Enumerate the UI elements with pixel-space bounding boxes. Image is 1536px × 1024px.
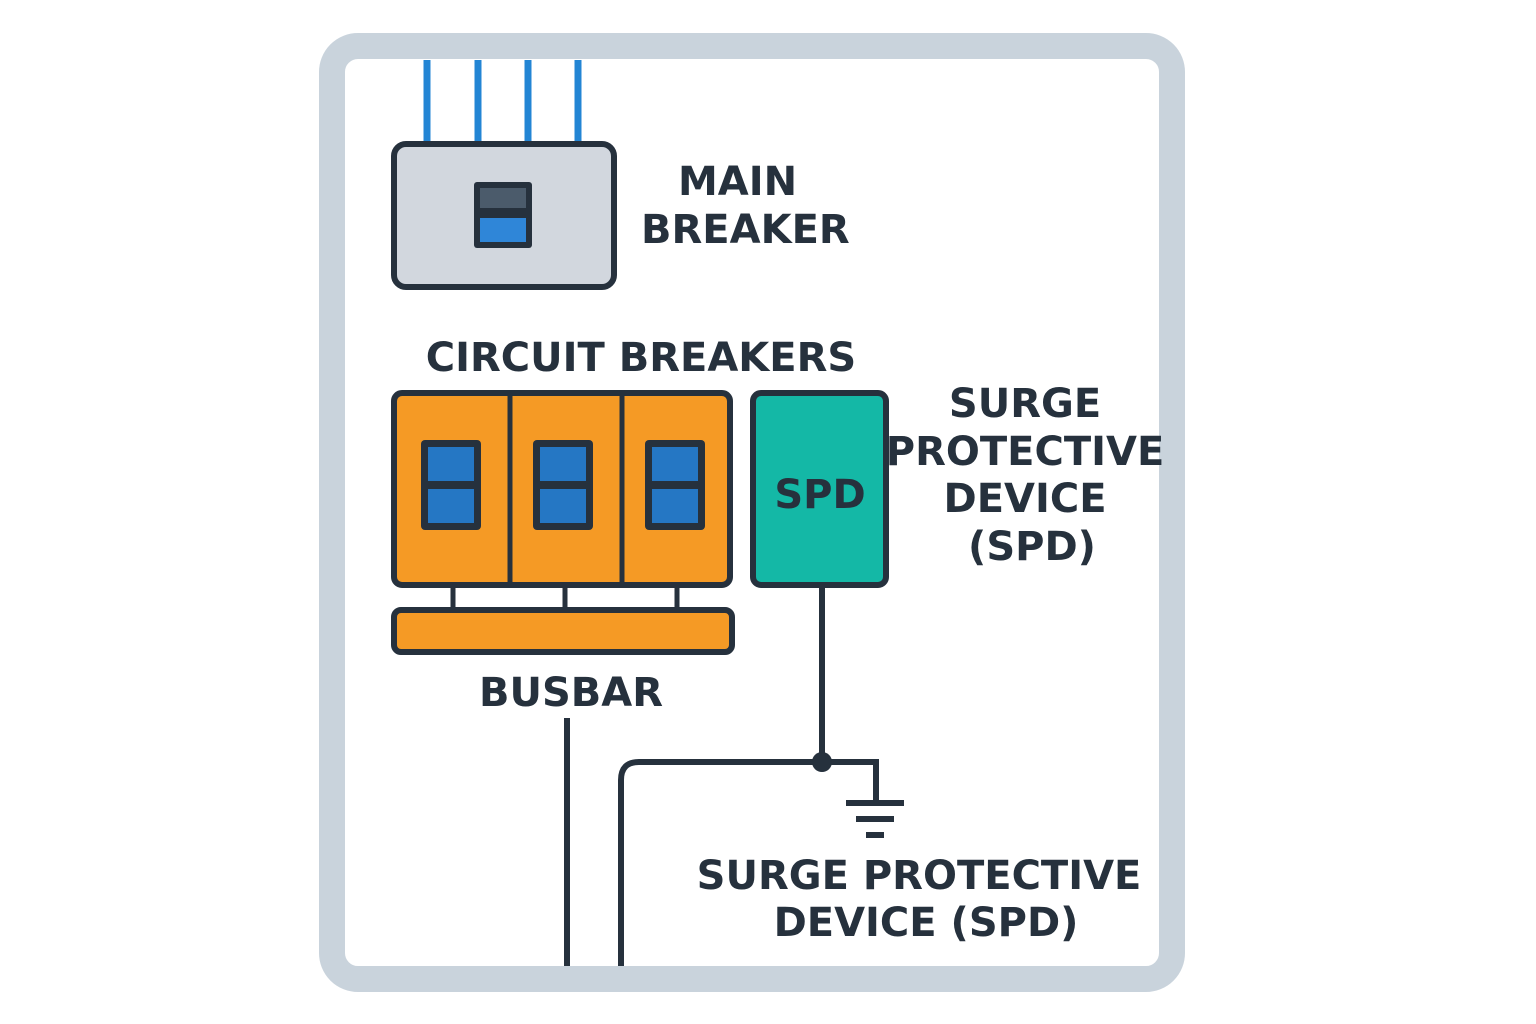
main-breaker [391,141,617,290]
ground-conductor [618,759,879,966]
circuit-breakers [391,390,733,588]
busbar-connectors [450,585,680,610]
surge-protective-device: SPD [750,390,889,588]
circuit-breaker-switch [533,440,593,530]
spd-side-label: SURGE PROTECTIVE DEVICE (SPD) [886,381,1178,570]
wiring [564,585,879,966]
busbar [391,607,735,655]
circuit-breaker-switch [421,440,481,530]
ground-icon [846,800,904,838]
incoming-feed-wires [423,60,582,143]
spd-bottom-label: SURGE PROTECTIVE DEVICE (SPD) [697,853,1156,946]
junction-dot [812,752,832,772]
busbar-label: BUSBAR [479,670,663,716]
main-breaker-label: MAIN BREAKER [641,159,850,253]
spd-device-label: SPD [774,472,865,518]
circuit-breaker-switch [645,440,705,530]
circuit-breakers-label: CIRCUIT BREAKERS [426,335,856,381]
